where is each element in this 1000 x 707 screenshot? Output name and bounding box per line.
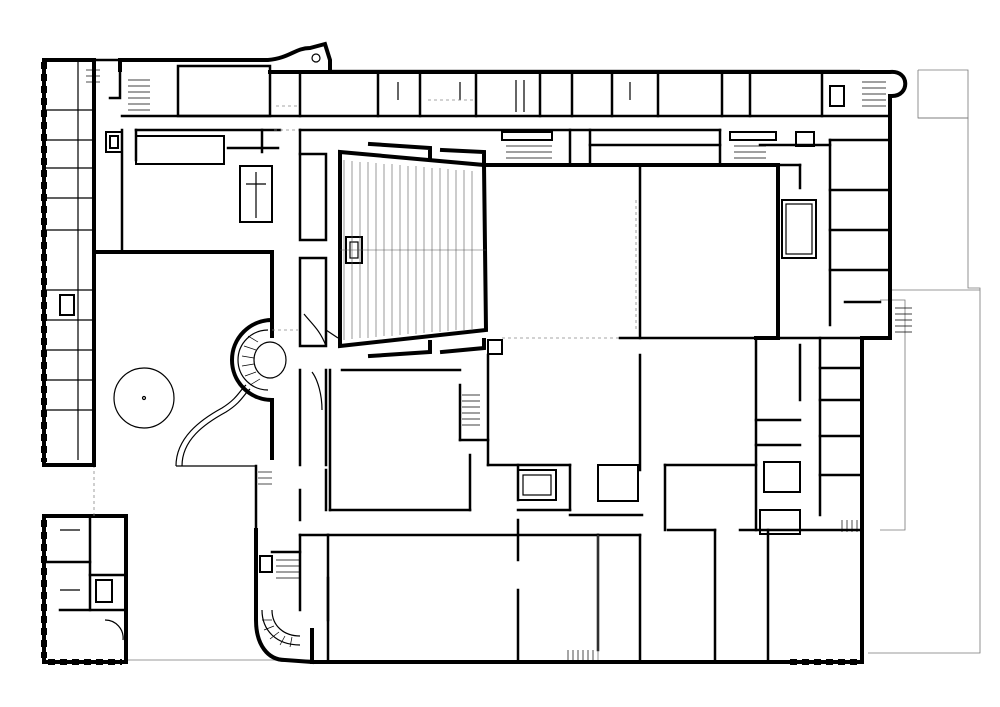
south-stair-tower <box>254 528 330 665</box>
west-wing <box>41 58 122 467</box>
central-rooms <box>298 368 758 532</box>
east-wing <box>754 69 908 535</box>
stage-hall <box>484 163 780 472</box>
north-corridor <box>298 128 832 190</box>
central-foyer <box>92 129 298 532</box>
south-west-block <box>41 465 128 665</box>
auditorium <box>298 141 503 359</box>
north-west-stair <box>86 69 150 111</box>
north-rooms <box>118 41 892 118</box>
north-west-hall <box>105 128 282 252</box>
south-halls <box>310 518 864 665</box>
east-stair <box>895 307 912 333</box>
north-east-stair <box>862 81 886 107</box>
